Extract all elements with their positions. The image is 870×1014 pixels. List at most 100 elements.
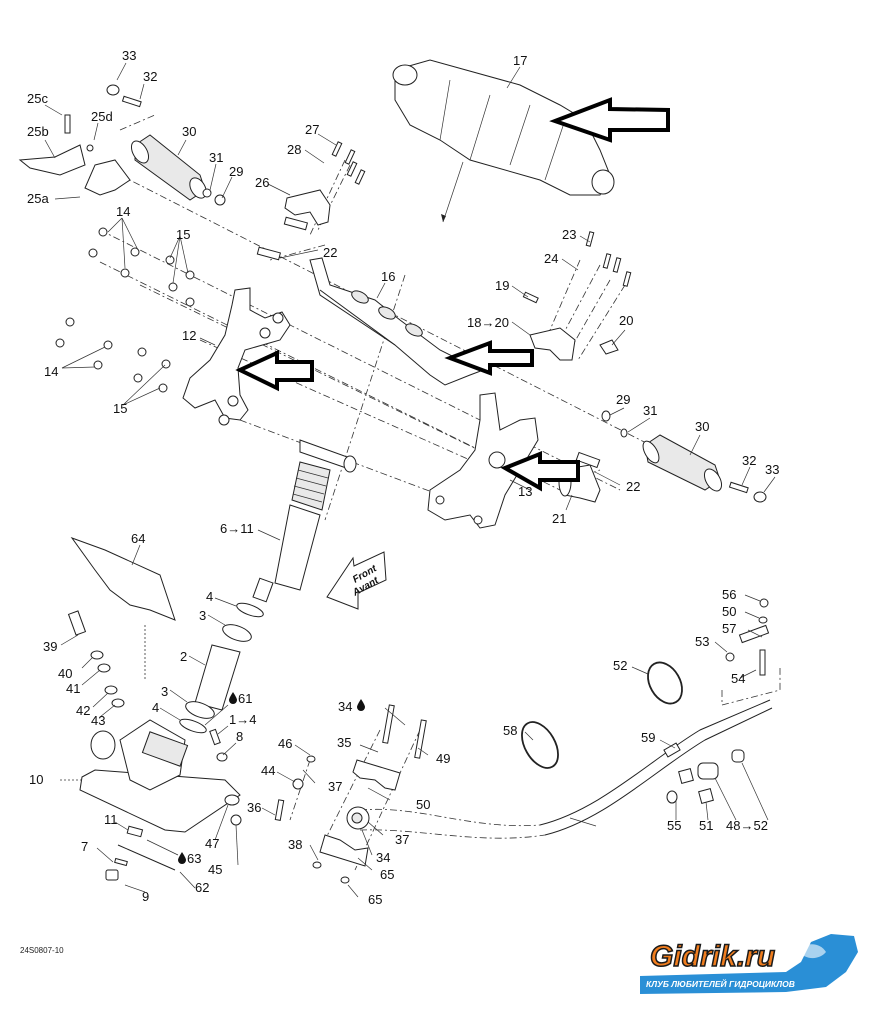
parts-60-63 [209,728,242,826]
callout-42: 42 [76,703,90,718]
part-65-clamp-upper [647,661,683,705]
callout-25a: 25a [27,191,49,206]
callout-50-right: 53 [695,634,709,649]
callout-26: 26 [255,175,269,190]
part-17-cover [392,59,615,196]
callout-22-top: 22 [323,245,337,260]
callout-10: 7 [81,839,88,854]
callout-63: 45 [208,862,222,877]
callout-9: 63 [187,851,201,866]
callout-3-top: 3 [199,608,206,623]
callout-52: 59 [641,730,655,745]
callout-29-right: 29 [616,392,630,407]
part-65-clamp-lower [521,721,559,769]
callout-49: 37 [395,832,409,847]
highlight-arrow-13 [500,451,580,492]
callout-7: 62 [195,880,209,895]
part-6-11-steering-column [252,439,357,603]
callout-39: 39 [43,639,57,654]
callout-59: 50 [722,604,736,619]
callout-45: 44 [261,763,275,778]
callout-3-bottom: 3 [161,684,168,699]
leader-lines [44,62,776,898]
part-12-bracket [182,287,291,426]
callout-44: 36 [247,800,261,815]
callout-24: 24 [544,251,558,266]
callout-5-grease: 61 [229,691,252,706]
part-30-grip-right [642,434,723,492]
part-19-spring [522,291,539,304]
callout-41: 41 [66,681,80,696]
callout-21: 21 [552,511,566,526]
callout-36: 34 [338,699,352,714]
callout-15-bottom: 15 [113,401,127,416]
callout-5: 61 [238,691,252,706]
callout-35: 49 [436,751,450,766]
callout-6-11: 6→11 [220,521,254,536]
callout-33: 33 [122,48,136,63]
hardware-left [18,84,226,206]
callout-38: 65 [368,892,382,907]
callout-11: 9 [142,889,149,904]
callout-20: 20 [619,313,633,328]
logo-tagline: КЛУБ ЛЮБИТЕЛЕЙ ГИДРОЦИКЛОВ [646,979,795,989]
callout-55: 48→52 [726,818,768,833]
callout-61: 8 [236,729,243,744]
part-26-clamp [284,189,331,226]
callout-8: 11 [104,812,118,827]
highlight-arrow-17 [549,97,670,143]
hardware-right [585,231,767,503]
callout-60: 1→4 [229,712,256,727]
parts-39-43 [67,610,125,708]
part-20-insert [599,339,619,355]
part-22-pin-right [575,451,601,469]
callout-29-left: 29 [229,164,243,179]
part-22-pin-left-b [256,246,282,261]
part-64-plate [70,536,176,621]
part-1-4-base-plate [79,719,241,833]
callout-56: 57 [722,621,736,636]
callout-25b: 25b [27,124,49,139]
callout-15-top: 15 [176,227,190,242]
callout-65-lower: 58 [503,723,517,738]
callout-32-right: 32 [742,453,756,468]
callout-30-left: 30 [182,124,196,139]
callout-36-grease: 34 [338,699,365,714]
callout-53: 55 [667,818,681,833]
callout-62: 47 [205,836,219,851]
callout-33-right: 33 [765,462,779,477]
callout-58: 56 [722,587,736,602]
callout-16: 16 [381,269,395,284]
grease-drop-icon [357,699,365,711]
gidrik-logo: Gidrik.ru КЛУБ ЛЮБИТЕЛЕЙ ГИДРОЦИКЛОВ [636,932,862,998]
logo-wave-shape [640,934,858,994]
callout-65-upper: 52 [613,658,627,673]
callout-2: 2 [180,649,187,664]
front-direction-arrow: Front Avant [326,551,387,610]
callout-14-bottom: 14 [44,364,58,379]
callout-17: 17 [513,53,527,68]
highlight-arrow-16 [444,340,534,376]
callout-34-bottom: 65 [380,867,394,882]
grease-drop-icon [229,692,237,704]
drawing-code: 24S0807-10 [20,946,64,955]
callout-37-top: 35 [337,735,351,750]
part-16-steering-tube [309,257,511,386]
callout-47: 46 [278,736,292,751]
bearings [179,602,264,734]
callout-28: 28 [287,142,301,157]
callout-13: 13 [518,484,532,499]
part-48-52-cable [539,699,773,836]
direction-leader [442,161,464,223]
callout-4-bottom: 4 [152,700,159,715]
part-13-bracket [427,392,539,529]
callout-9-grease: 63 [178,851,201,866]
callout-25c: 25c [27,91,48,106]
grease-drop-icon [178,852,186,864]
callout-12: 12 [182,328,196,343]
callout-18-20: 18→20 [467,315,509,330]
callout-1-4: 10 [29,772,43,787]
callout-57: 54 [731,671,745,686]
callout-37-bottom: 38 [288,837,302,852]
